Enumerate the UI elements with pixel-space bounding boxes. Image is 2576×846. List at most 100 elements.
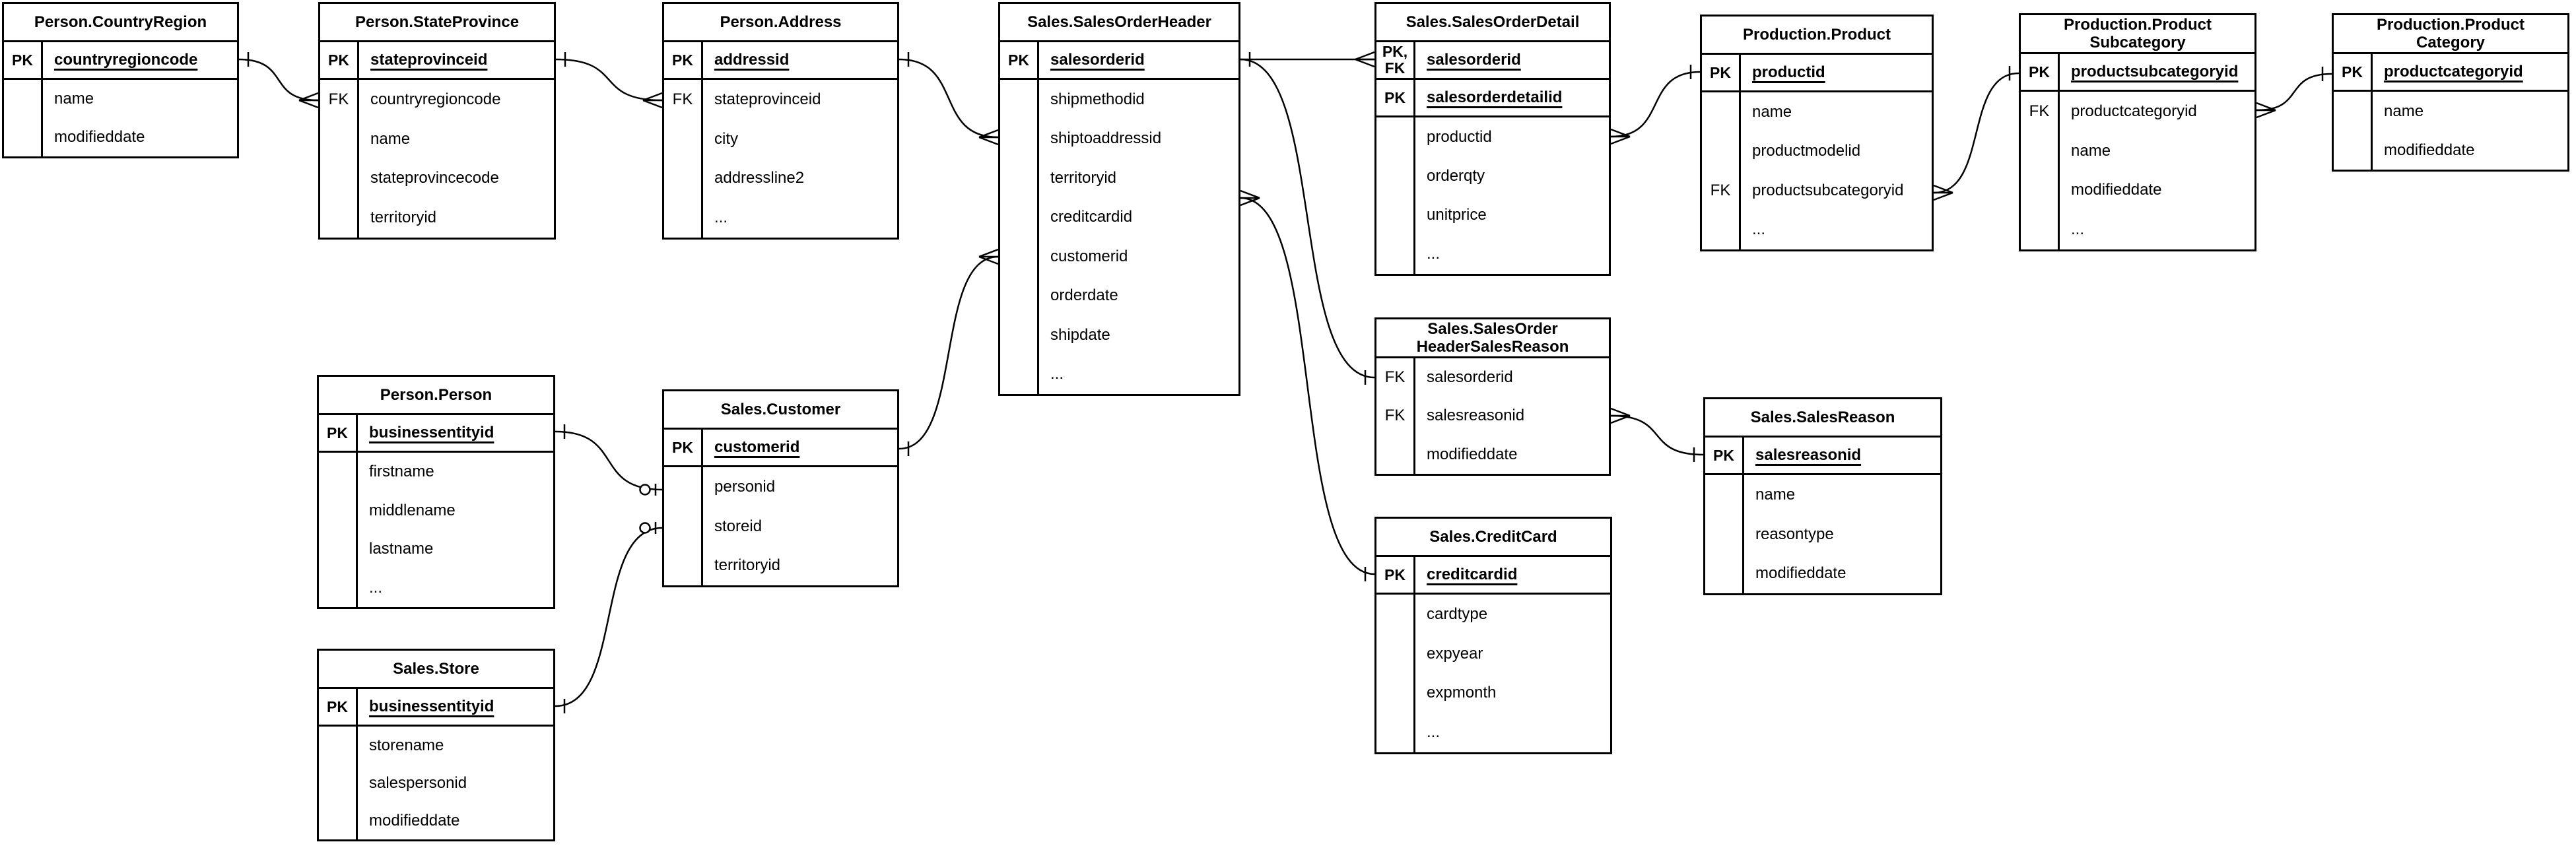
relationship-address-salesorderheader[interactable]	[898, 52, 999, 146]
field-name: orderdate	[1050, 286, 1118, 305]
field-row: ...	[1376, 234, 1609, 274]
entity-title: Person.CountryRegion	[4, 4, 237, 42]
field-key-badge	[4, 80, 43, 118]
relationship-product-productsubcategory[interactable]	[1933, 66, 2019, 201]
field-name: modifieddate	[1427, 445, 1518, 463]
pk-field-name: salesreasonid	[1755, 446, 1862, 464]
key-row: PK productsubcategoryid	[2021, 54, 2254, 92]
key-badge: PK	[1376, 80, 1415, 115]
field-key-badge: FK	[1376, 397, 1415, 436]
field-name: salesreasonid	[1427, 407, 1525, 425]
field-name: countryregioncode	[370, 90, 501, 108]
field-row: orderqty	[1376, 156, 1609, 196]
field-name: productid	[1427, 127, 1492, 146]
field-name: personid	[714, 477, 776, 496]
field-row: name	[1702, 92, 1932, 132]
entity-title: Production.Product Category	[2334, 15, 2567, 54]
field-name: ...	[1050, 365, 1064, 383]
field-row: ...	[2021, 210, 2254, 249]
key-row: PK stateprovinceid	[320, 42, 554, 80]
field-name: ...	[1427, 723, 1441, 742]
field-row: lastname	[319, 530, 553, 569]
relationship-store-customer[interactable]	[555, 522, 663, 713]
field-name: salespersonid	[369, 773, 467, 792]
field-name: expmonth	[1427, 684, 1497, 702]
field-row: firstname	[319, 453, 553, 492]
field-row: customerid	[1000, 237, 1238, 277]
entity-title: Production.Product Subcategory	[2021, 15, 2254, 54]
field-name: storename	[369, 736, 444, 754]
relationship-stateprovince-address[interactable]	[555, 52, 663, 109]
relationship-salesorderheader-creditcard[interactable]	[1240, 189, 1375, 581]
field-name: stateprovincecode	[370, 169, 499, 187]
entity-title: Production.Product	[1702, 16, 1932, 55]
entity-title: Person.Address	[664, 4, 897, 42]
field-name: expyear	[1427, 644, 1483, 663]
field-row: shipdate	[1000, 315, 1238, 355]
field-key-badge	[319, 764, 358, 802]
pk-field-name: productsubcategoryid	[2071, 63, 2239, 81]
field-key-badge	[1705, 514, 1744, 554]
field-row: addressline2	[664, 158, 897, 199]
field-key-badge	[319, 491, 358, 530]
relationship-salesorderheader-salesorderheadersalesreason[interactable]	[1240, 58, 1375, 385]
field-row: city	[664, 119, 897, 159]
field-row: salespersonid	[319, 764, 553, 802]
pk-field-name: salesorderid	[1050, 51, 1145, 69]
relationship-salesorderheadersalesreason-salesreason[interactable]	[1610, 407, 1704, 462]
relationship-productsubcategory-productcategory[interactable]	[2256, 67, 2332, 119]
field-key-badge	[2021, 210, 2060, 249]
field-key-badge	[1376, 595, 1415, 634]
field-key-badge	[1000, 119, 1039, 158]
relationship-countryregion-stateprovince[interactable]	[238, 52, 319, 109]
relationship-person-customer[interactable]	[555, 424, 663, 496]
field-key-badge	[1705, 475, 1744, 515]
field-name: name	[2071, 141, 2111, 160]
field-row: productmodelid	[1702, 131, 1932, 171]
field-name: stateprovinceid	[714, 90, 821, 108]
relationship-customer-salesorderheader[interactable]	[898, 248, 999, 456]
key-badge: PK	[319, 415, 358, 451]
relationship-salesorderdetail-product[interactable]	[1610, 65, 1701, 145]
field-key-badge: FK	[320, 80, 359, 119]
field-key-badge	[1376, 195, 1415, 235]
key-badge: PK	[320, 42, 359, 78]
relationship-salesorderheader-salesorderdetail[interactable]	[1240, 51, 1375, 68]
field-key-badge	[2334, 131, 2373, 170]
entity-title: Sales.SalesOrderHeader	[1000, 4, 1238, 42]
field-key-badge	[1376, 117, 1415, 157]
field-row: territoryid	[664, 546, 897, 586]
field-name: name	[2384, 102, 2424, 120]
field-row: territoryid	[320, 198, 554, 238]
key-badge: PK	[2021, 54, 2060, 90]
pk-field-name: creditcardid	[1427, 566, 1518, 583]
field-key-badge	[319, 530, 358, 569]
field-key-badge	[1702, 131, 1741, 171]
pk-field-name: stateprovinceid	[370, 51, 488, 69]
field-key-badge	[319, 568, 358, 607]
field-key-badge	[1376, 435, 1415, 474]
